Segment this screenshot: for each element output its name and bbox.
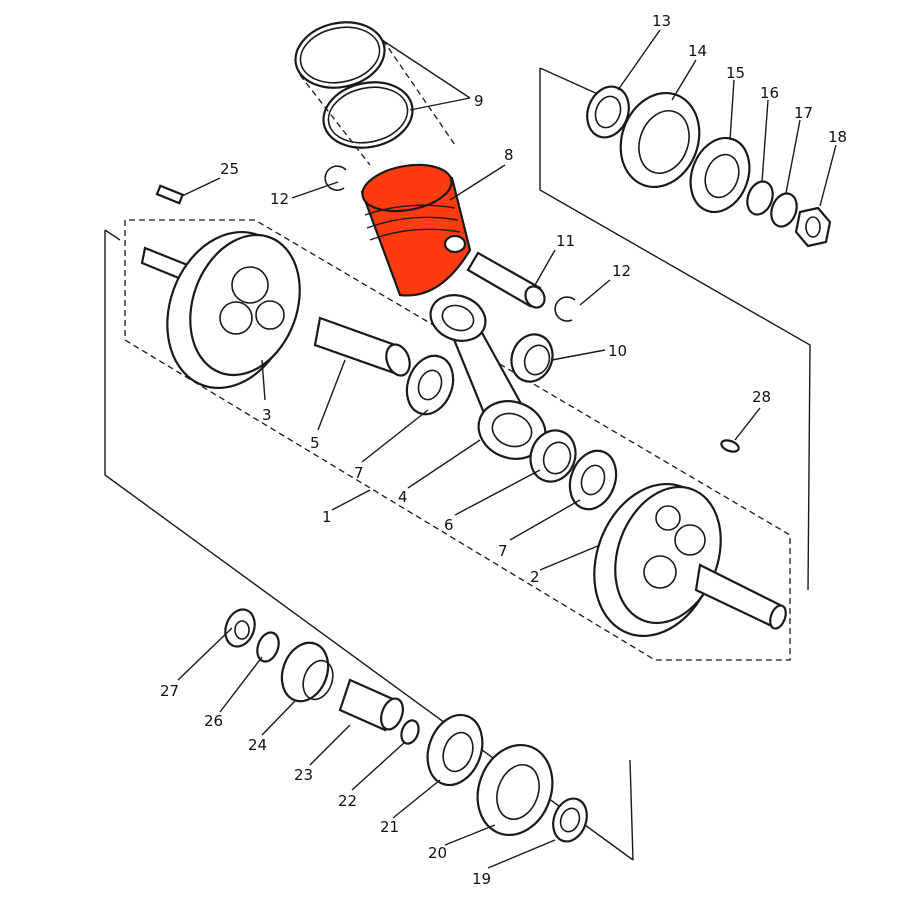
piston-pin-bore — [443, 234, 467, 254]
piston — [360, 163, 472, 297]
shim-19 — [552, 797, 588, 843]
crank-half-right — [593, 482, 787, 638]
circlip-left — [324, 165, 347, 191]
callout-1: 1 — [322, 508, 332, 526]
gear-24 — [280, 641, 330, 703]
callout-3: 3 — [262, 406, 272, 424]
callout-2: 2 — [530, 568, 540, 586]
callout-16: 16 — [760, 84, 779, 102]
thrust-washer-left — [405, 354, 455, 416]
piston-crown — [361, 163, 453, 213]
big-end-bearing — [529, 429, 577, 483]
callout-7-left: 7 — [354, 464, 364, 482]
callout-24: 24 — [248, 736, 267, 754]
piston-pin — [466, 251, 546, 309]
piston-ring-lower — [322, 81, 414, 149]
callout-4: 4 — [398, 488, 408, 506]
callout-22: 22 — [338, 792, 357, 810]
callout-27: 27 — [160, 682, 179, 700]
oil-seal-21 — [426, 713, 484, 787]
woodruff-key — [155, 184, 185, 205]
callout-18: 18 — [828, 128, 847, 146]
circlip-right — [554, 296, 576, 322]
callout-25: 25 — [220, 160, 239, 178]
lower-gear-group — [224, 608, 588, 843]
callout-labels: 8 9 12 12 11 10 25 3 5 7 4 6 7 2 1 28 13… — [160, 12, 847, 888]
callout-17: 17 — [794, 104, 813, 122]
small-end-bearing — [510, 333, 554, 383]
callout-26: 26 — [204, 712, 223, 730]
bearing-group-frame-top — [539, 67, 601, 96]
washer-26 — [256, 631, 280, 663]
callout-5: 5 — [310, 434, 320, 452]
callout-23: 23 — [294, 766, 313, 784]
callout-9: 9 — [474, 92, 484, 110]
callout-10: 10 — [608, 342, 627, 360]
callout-8: 8 — [504, 146, 514, 164]
callout-7-right: 7 — [498, 542, 508, 560]
spacer-27 — [224, 608, 256, 648]
oil-seal-15 — [689, 136, 751, 214]
crank-pin — [313, 316, 411, 377]
connecting-rod — [429, 294, 547, 460]
piston-rings — [294, 21, 456, 166]
callout-13: 13 — [652, 12, 671, 30]
callout-21: 21 — [380, 818, 399, 836]
callout-12-right: 12 — [612, 262, 631, 280]
washer-16 — [746, 180, 774, 216]
callout-14: 14 — [688, 42, 707, 60]
leader-lines — [177, 29, 837, 869]
thrust-washer-right — [568, 449, 618, 511]
crankshaft-assembly-frame-right — [629, 759, 634, 861]
bearing-group-frame — [539, 68, 811, 591]
crank-key — [720, 439, 740, 453]
nut-18 — [794, 206, 832, 248]
callout-12-left: 12 — [270, 190, 289, 208]
crank-half-left — [140, 230, 301, 390]
callout-15: 15 — [726, 64, 745, 82]
right-bearing-group — [586, 85, 832, 248]
crank-sub-frame — [124, 219, 791, 661]
piston-ring-upper — [294, 21, 386, 89]
circlip-22 — [400, 719, 420, 745]
callout-28: 28 — [752, 388, 771, 406]
lock-washer-17 — [770, 192, 798, 228]
callout-11: 11 — [556, 232, 575, 250]
callout-19: 19 — [472, 870, 491, 888]
callout-20: 20 — [428, 844, 447, 862]
callout-6: 6 — [444, 516, 454, 534]
bearing-20 — [476, 743, 554, 837]
